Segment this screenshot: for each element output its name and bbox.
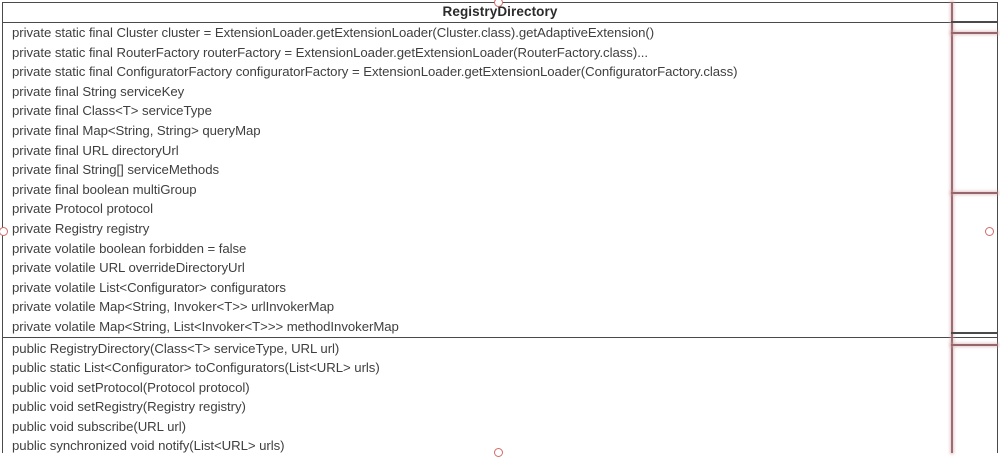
attribute-row[interactable]: private static final RouterFactory route… [12,44,649,60]
method-row[interactable]: public void subscribe(URL url) [12,418,186,434]
attribute-row[interactable]: private static final Cluster cluster = E… [12,25,655,40]
attribute-row[interactable]: private volatile Map<String, Invoker<T>>… [12,299,335,315]
attribute-row[interactable]: private volatile URL overrideDirectoryUr… [12,260,245,276]
method-row[interactable]: public synchronized void notify(List<URL… [12,438,285,453]
connector-dot-bottom-icon[interactable] [494,448,503,457]
method-row[interactable]: public static List<Configurator> toConfi… [12,360,380,376]
attributes-compartment: private static final Cluster cluster = E… [3,23,997,338]
attribute-row[interactable]: private final String serviceKey [12,83,185,99]
class-name-label: RegistryDirectory [442,4,558,20]
attribute-row[interactable]: private volatile List<Configurator> conf… [12,279,286,295]
attribute-row[interactable]: private Protocol protocol [12,201,153,217]
connector-dot-top-icon[interactable] [494,0,503,7]
method-row[interactable]: public RegistryDirectory(Class<T> servic… [12,340,340,356]
connector-dot-right-icon[interactable] [985,227,994,236]
attribute-row[interactable]: private final URL directoryUrl [12,142,179,158]
connector-dot-left-icon[interactable] [0,227,8,236]
attribute-row[interactable]: private final Class<T> serviceType [12,103,212,119]
class-title-compartment: RegistryDirectory [3,3,997,23]
method-row[interactable]: public void setProtocol(Protocol protoco… [12,379,250,395]
attribute-row[interactable]: private static final ConfiguratorFactory… [12,64,738,80]
method-row[interactable]: public void setRegistry(Registry registr… [12,399,246,415]
attribute-row[interactable]: private Registry registry [12,220,150,236]
attribute-row[interactable]: private final boolean multiGroup [12,181,197,197]
methods-compartment: public RegistryDirectory(Class<T> servic… [3,338,997,453]
attribute-row[interactable]: private volatile boolean forbidden = fal… [12,240,247,256]
attribute-row[interactable]: private final Map<String, String> queryM… [12,122,261,138]
attribute-row[interactable]: private volatile Map<String, List<Invoke… [12,318,399,334]
attribute-row[interactable]: private final String[] serviceMethods [12,162,220,178]
